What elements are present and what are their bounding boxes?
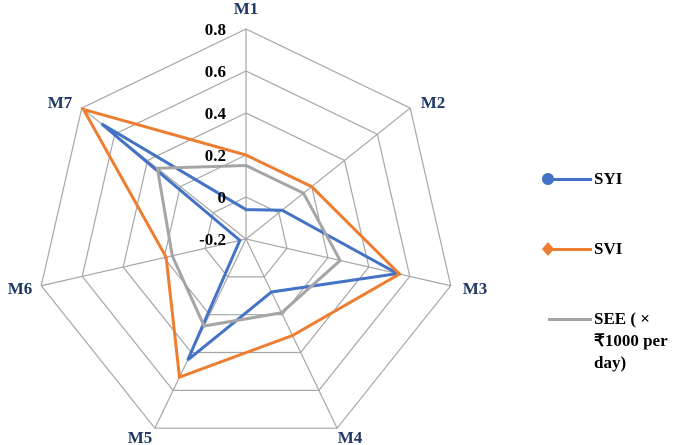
legend-swatch-see bbox=[540, 308, 592, 328]
axis-spoke bbox=[245, 107, 411, 240]
tick-label: 0 bbox=[218, 188, 227, 207]
axis-spoke bbox=[245, 238, 451, 287]
tick-label: 0.6 bbox=[205, 62, 226, 81]
series-line bbox=[155, 163, 343, 328]
legend-label: SEE ( × ₹1000 per day) bbox=[594, 309, 668, 372]
legend-swatch-svi bbox=[540, 238, 592, 258]
tick-label: 0.8 bbox=[205, 20, 226, 39]
legend-item-svi: SVI bbox=[540, 238, 685, 260]
legend-item-see: SEE ( × ₹1000 per day) bbox=[540, 308, 685, 374]
axis-spoke bbox=[41, 238, 247, 287]
tick-label: 0.2 bbox=[205, 146, 226, 165]
axis-label-m4: M4 bbox=[338, 428, 363, 445]
legend-swatch-syi bbox=[540, 168, 592, 188]
legend-item-syi: SYI bbox=[540, 168, 685, 190]
grid-ring bbox=[163, 154, 329, 316]
series-line bbox=[100, 122, 403, 362]
axis-spoke bbox=[245, 238, 338, 429]
axis-label-m7: M7 bbox=[48, 93, 73, 112]
grid-ring bbox=[40, 28, 452, 429]
tick-label: -0.2 bbox=[199, 230, 226, 249]
axis-label-m5: M5 bbox=[128, 428, 153, 445]
tick-label: 0.4 bbox=[205, 104, 227, 123]
series-line bbox=[80, 106, 403, 380]
circle-marker-icon bbox=[542, 173, 554, 185]
legend-label: SVI bbox=[594, 239, 623, 258]
diamond-marker-icon bbox=[542, 242, 554, 256]
axis-label-m1: M1 bbox=[234, 0, 259, 18]
legend-label: SYI bbox=[594, 169, 623, 188]
axis-label-m6: M6 bbox=[8, 279, 33, 298]
radial-tick-labels: -0.2 0 0.2 0.4 0.6 0.8 bbox=[199, 20, 226, 249]
grid-ring bbox=[204, 196, 288, 278]
radar-series bbox=[80, 106, 403, 380]
axis-label-m3: M3 bbox=[463, 279, 488, 298]
axis-label-m2: M2 bbox=[421, 93, 446, 112]
radar-spokes bbox=[41, 29, 451, 429]
